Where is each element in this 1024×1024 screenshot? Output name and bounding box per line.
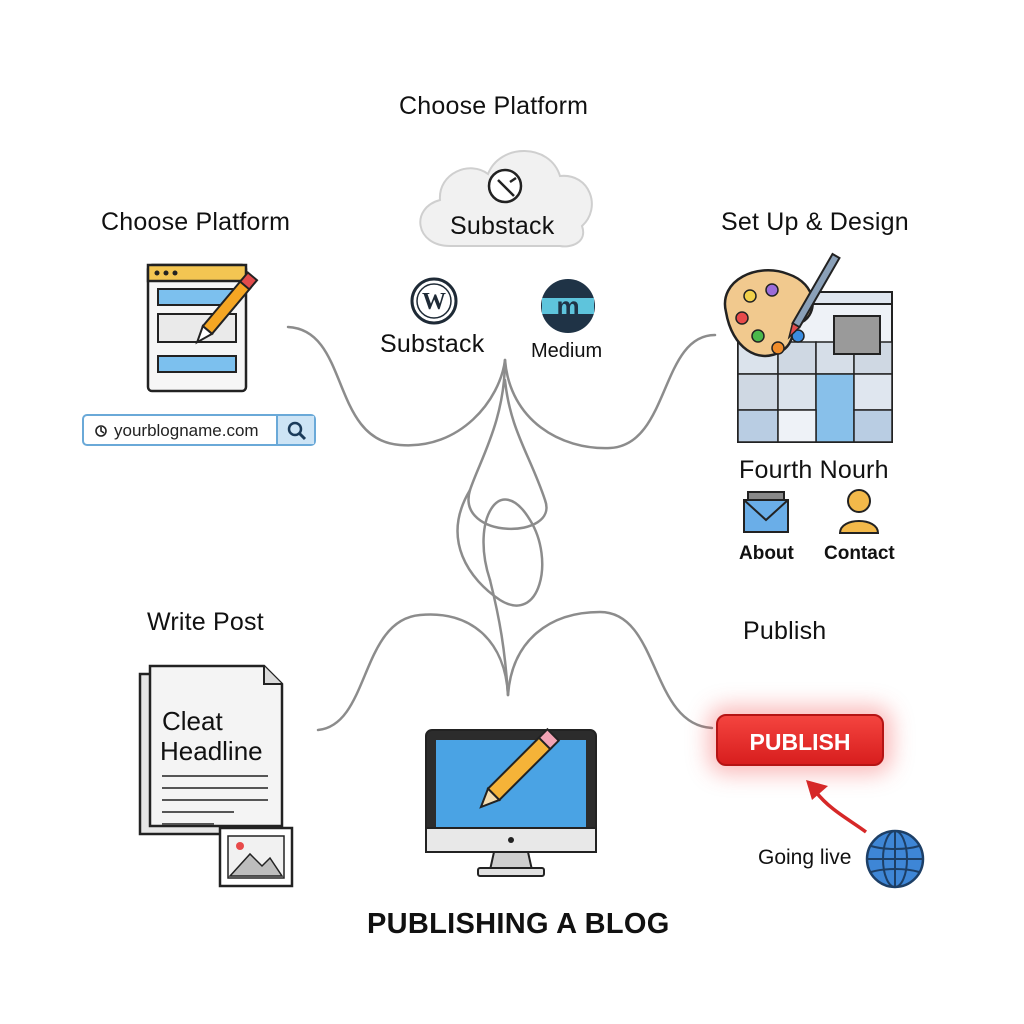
medium-logo-icon: m — [541, 279, 595, 333]
wordpress-logo-icon: W — [410, 277, 458, 325]
search-button[interactable] — [276, 416, 314, 444]
url-text: yourblogname.com — [114, 421, 259, 440]
diagram-title: PUBLISHING A BLOG — [367, 908, 670, 940]
design-layout-icon — [723, 252, 893, 443]
top-right-heading: Set Up & Design — [721, 208, 909, 236]
mail-icon — [743, 491, 789, 533]
top-center-heading: Choose Platform — [399, 92, 589, 120]
svg-text:m: m — [556, 291, 579, 321]
page-about-label: About — [739, 543, 794, 564]
monitor-pencil-icon — [425, 727, 597, 877]
globe-icon — [865, 829, 925, 889]
top-left-heading: Choose Platform — [101, 208, 291, 236]
platform-substack-label: Substack — [380, 330, 485, 358]
arrow-icon — [806, 780, 868, 834]
svg-text:W: W — [422, 289, 446, 315]
link-icon — [95, 425, 107, 437]
top-right-sub-heading: Fourth Nourh — [739, 456, 889, 484]
platform-medium-label: Medium — [531, 340, 603, 362]
bottom-right-heading: Publish — [743, 617, 827, 645]
document-icon — [138, 664, 294, 888]
person-icon — [838, 489, 880, 534]
publish-button[interactable]: PUBLISH — [716, 714, 884, 766]
search-icon — [287, 421, 307, 441]
cloud-icon — [419, 150, 593, 248]
going-live-label: Going live — [758, 846, 852, 869]
doc-headline-1: Cleat — [162, 706, 223, 736]
cloud-label: Substack — [450, 212, 555, 240]
browser-window-icon — [146, 263, 259, 393]
url-bar[interactable]: yourblogname.com — [82, 414, 316, 446]
bottom-left-heading: Write Post — [147, 608, 264, 636]
page-contact-label: Contact — [824, 543, 895, 564]
doc-headline-2: Headline — [160, 736, 263, 766]
